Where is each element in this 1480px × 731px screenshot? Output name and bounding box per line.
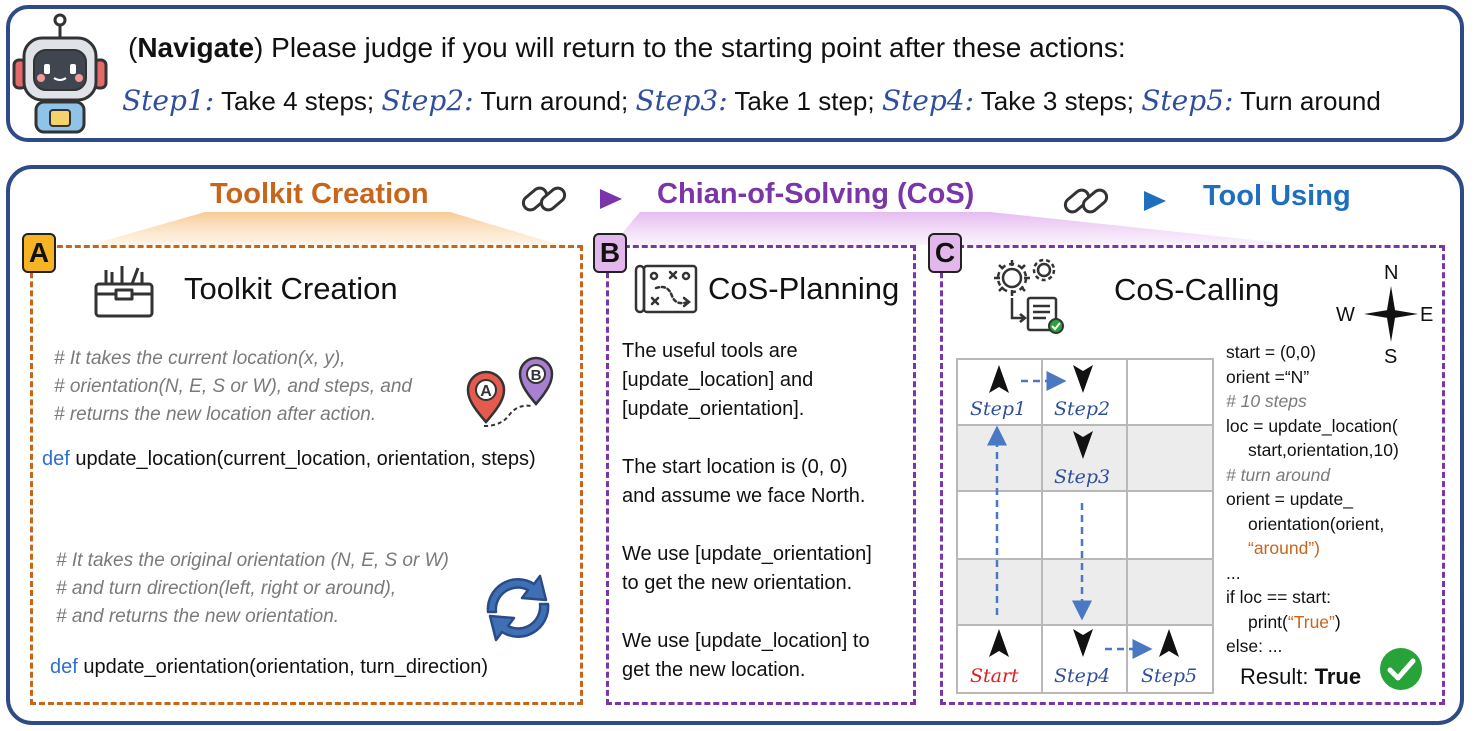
step4-text: Take 3 steps; [974,86,1134,116]
pin-b-label: B [531,367,542,384]
marker-step5-north [1159,629,1179,657]
compass-rose-icon [1364,286,1418,342]
robot-icon [12,13,108,134]
marker-step3-south [1073,431,1093,459]
badge-b: B [593,233,627,273]
marker-step1-north [989,365,1009,393]
plan-paragraph-start: The start location is (0, 0) and assume … [622,456,866,507]
strategy-map-icon [634,264,698,314]
task-question: (Navigate) Please judge if you will retu… [128,32,1126,63]
grid-label-step2: Step2 [1054,398,1111,420]
grid-label-step3: Step3 [1054,466,1111,488]
step4-label: Step4: [881,84,975,117]
flow-stage-toolkit: Toolkit Creation [210,178,429,210]
grid-label-step1: Step1 [970,398,1027,420]
panel-cos-calling [940,245,1445,705]
link-icon [521,186,567,212]
panel-b-title: CoS-Planning [708,271,900,306]
compass-west: W [1336,304,1355,326]
flow-stage-cos: Chian-of-Solving (CoS) [657,178,975,210]
flow-stage-tool-using: Tool Using [1203,180,1351,212]
task-box [6,5,1464,142]
def-update-orientation: def update_orientation(orientation, turn… [50,656,489,678]
link-icon [1063,188,1109,214]
badge-a: A [22,233,56,273]
compass-south: S [1384,346,1398,368]
marker-step2-south [1073,365,1093,393]
marker-start-north [989,629,1009,657]
step1-label: Step1: [122,84,215,117]
plan-paragraph-location: We use [update_location] to get the new … [622,630,870,681]
location-pins-icon: A B [466,356,554,427]
def-update-location: def update_location(current_location, or… [42,448,536,470]
grid-label-step4: Step4 [1054,665,1111,687]
compass-north: N [1384,262,1399,284]
comment-update-orientation: # It takes the original orientation (N, … [56,550,449,627]
gears-document-icon [994,258,1064,334]
plan-paragraph-orientation: We use [update_orientation] to get the n… [622,543,872,594]
compass-east: E [1420,304,1434,326]
compass: N E S W [1336,258,1446,370]
comment-update-location: # It takes the current location(x, y), #… [54,348,413,425]
grid-label-step5: Step5 [1141,665,1198,687]
navigation-grid [956,358,1214,694]
step5-text: Turn around [1233,86,1381,116]
plan-paragraph-tools: The useful tools are [update_location] a… [622,340,814,420]
toolbox-icon [94,266,154,318]
step3-label: Step3: [635,84,728,117]
rotate-arrows-icon [486,574,550,642]
step3-text: Take 1 step; [727,86,875,116]
task-steps: Step1: Take 4 steps; Step2: Turn around;… [122,84,1381,117]
result-line: Result: True [1240,664,1362,689]
step2-text: Turn around; [473,86,629,116]
step1-text: Take 4 steps; [214,86,375,116]
marker-step4-south [1073,629,1093,657]
step2-label: Step2: [381,84,474,117]
panel-toolkit-creation [30,245,583,705]
panel-c-title: CoS-Calling [1114,272,1280,307]
step5-label: Step5: [1141,84,1234,117]
panel-cos-planning [606,245,916,705]
check-icon [1380,648,1422,690]
pin-a-label: A [480,383,492,400]
calling-code: start = (0,0) orient =“N” # 10 steps loc… [1226,342,1399,656]
badge-c: C [928,233,962,273]
panel-a-title: Toolkit Creation [184,271,398,306]
main-box [6,165,1464,725]
grid-label-start: Start [970,665,1019,687]
